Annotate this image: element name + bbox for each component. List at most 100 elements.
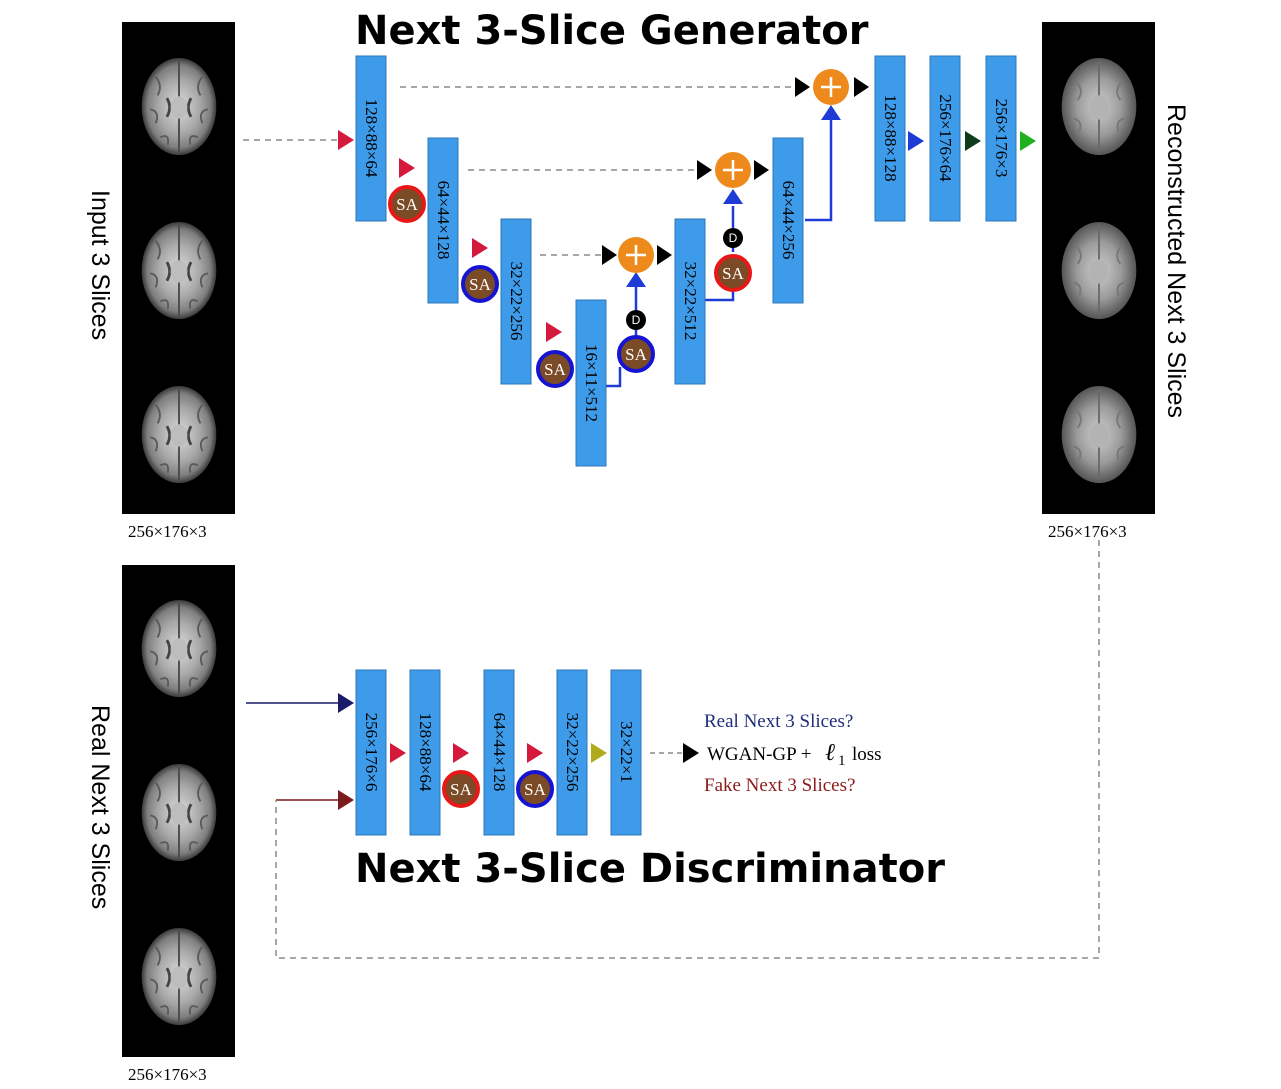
gen-block-7-label: 128×88×128 <box>881 94 900 181</box>
red-arrow-icon <box>546 322 562 342</box>
brain-mri-slice-icon <box>1060 385 1138 485</box>
red-arrow-icon <box>527 743 543 763</box>
svg-text:SA: SA <box>544 360 566 379</box>
black-arrow-icon <box>683 743 699 763</box>
loss-label: WGAN-GP + ℓ 1 loss <box>707 738 882 769</box>
disc-block-3-label: 64×44×128 <box>490 713 509 792</box>
green-arrow-icon <box>1020 131 1036 151</box>
brain-mri-slice-icon <box>140 762 218 863</box>
brain-mri-slice-icon <box>1060 57 1138 157</box>
gen-block-9: 256×176×3 <box>985 55 1017 222</box>
blue-up-arrow-icon <box>723 189 743 204</box>
self-attention-icon: SA <box>442 770 480 808</box>
generator-input-stack <box>122 22 235 514</box>
addition-icon <box>715 152 751 188</box>
dropout-icon: D <box>626 310 646 330</box>
gen-block-3-label: 32×22×256 <box>507 262 526 341</box>
gen-block-7: 128×88×128 <box>874 55 906 222</box>
real-question-label: Real Next 3 Slices? <box>704 711 853 732</box>
red-arrow-icon <box>399 158 415 178</box>
disc-block-1: 256×176×6 <box>355 669 387 836</box>
generator-output-dim: 256×176×3 <box>1048 522 1127 541</box>
generator-sa-modules: SA SA SA SA SA <box>388 185 752 388</box>
black-arrow-icon <box>602 245 617 265</box>
self-attention-icon: SA <box>714 254 752 292</box>
blue-arrow-icon <box>908 131 924 151</box>
olive-arrow-icon <box>591 743 607 763</box>
gen-block-9-label: 256×176×3 <box>992 99 1011 178</box>
generator-output-label: Reconstructed Next 3 Slices <box>1162 104 1190 418</box>
generator-input-label: Input 3 Slices <box>86 190 114 340</box>
svg-text:D: D <box>729 231 738 245</box>
brain-mri-slice-icon <box>140 56 218 157</box>
navy-arrow-icon <box>338 693 354 713</box>
gen-block-2-label: 64×44×128 <box>434 181 453 260</box>
loss-suffix: loss <box>852 744 882 765</box>
gen-block-6-label: 64×44×256 <box>779 181 798 260</box>
self-attention-icon: SA <box>617 335 655 373</box>
self-attention-icon: SA <box>516 770 554 808</box>
brain-mri-slice-icon <box>140 384 218 485</box>
red-arrow-icon <box>338 130 354 150</box>
loss-symbol: ℓ <box>825 738 835 766</box>
gen-block-5: 32×22×512 <box>674 218 706 385</box>
self-attention-icon: SA <box>461 265 499 303</box>
red-arrow-icon <box>472 238 488 258</box>
svg-text:SA: SA <box>524 780 546 799</box>
disc-block-3: 64×44×128 <box>483 669 515 836</box>
disc-block-5-label: 32×22×1 <box>617 721 636 783</box>
svg-text:SA: SA <box>469 275 491 294</box>
addition-icon <box>813 69 849 105</box>
gen-block-5-label: 32×22×512 <box>681 262 700 341</box>
discriminator-arrows <box>390 743 699 763</box>
gen-block-1: 128×88×64 <box>355 55 387 222</box>
addition-icon <box>618 237 654 273</box>
svg-text:SA: SA <box>396 195 418 214</box>
svg-text:D: D <box>632 313 641 327</box>
disc-block-4: 32×22×256 <box>556 669 588 836</box>
dark-green-arrow-icon <box>965 131 981 151</box>
dropout-nodes: D D <box>626 228 743 330</box>
black-arrow-icon <box>657 245 672 265</box>
fake-sample-connection <box>275 540 1100 959</box>
black-arrow-icon <box>697 160 712 180</box>
generator-arrows <box>338 77 1036 342</box>
maroon-arrow-icon <box>338 790 354 810</box>
gen-block-3: 32×22×256 <box>500 218 532 385</box>
addition-nodes <box>618 69 849 273</box>
disc-block-1-label: 256×176×6 <box>362 713 381 792</box>
svg-text:SA: SA <box>450 780 472 799</box>
generator-output-stack <box>1042 22 1155 514</box>
black-arrow-icon <box>754 160 769 180</box>
brain-mri-slice-icon <box>1060 221 1138 321</box>
self-attention-icon: SA <box>536 350 574 388</box>
disc-block-4-label: 32×22×256 <box>563 713 582 792</box>
self-attention-icon: SA <box>388 185 426 223</box>
brain-mri-slice-icon <box>140 220 218 321</box>
red-arrow-icon <box>390 743 406 763</box>
brain-mri-slice-icon <box>140 926 218 1027</box>
discriminator-blocks: 256×176×6 128×88×64 64×44×128 32×22×256 … <box>355 669 642 836</box>
generator-input-dim: 256×176×3 <box>128 522 207 541</box>
brain-mri-slice-icon <box>140 598 218 699</box>
gen-block-1-label: 128×88×64 <box>362 99 381 178</box>
svg-text:SA: SA <box>722 264 744 283</box>
disc-block-2-label: 128×88×64 <box>416 713 435 792</box>
skip-connections <box>243 86 795 256</box>
discriminator-input-stack <box>122 565 235 1057</box>
generator-title: Next 3-Slice Generator <box>355 8 869 54</box>
black-arrow-icon <box>854 77 869 97</box>
generator-blocks: 128×88×64 64×44×128 32×22×256 16×11×512 … <box>355 55 1017 467</box>
fake-question-label: Fake Next 3 Slices? <box>704 775 855 796</box>
loss-prefix: WGAN-GP + <box>707 744 811 765</box>
gen-block-4: 16×11×512 <box>575 299 607 467</box>
discriminator-inputs <box>246 540 1100 959</box>
discriminator-input-label: Real Next 3 Slices <box>86 705 114 909</box>
gen-block-2: 64×44×128 <box>427 137 459 304</box>
discriminator-input-dim: 256×176×3 <box>128 1065 207 1084</box>
svg-text:SA: SA <box>625 345 647 364</box>
loss-subscript: 1 <box>838 753 846 769</box>
dropout-icon: D <box>723 228 743 248</box>
gen-block-4-label: 16×11×512 <box>582 344 601 422</box>
black-arrow-icon <box>795 77 810 97</box>
